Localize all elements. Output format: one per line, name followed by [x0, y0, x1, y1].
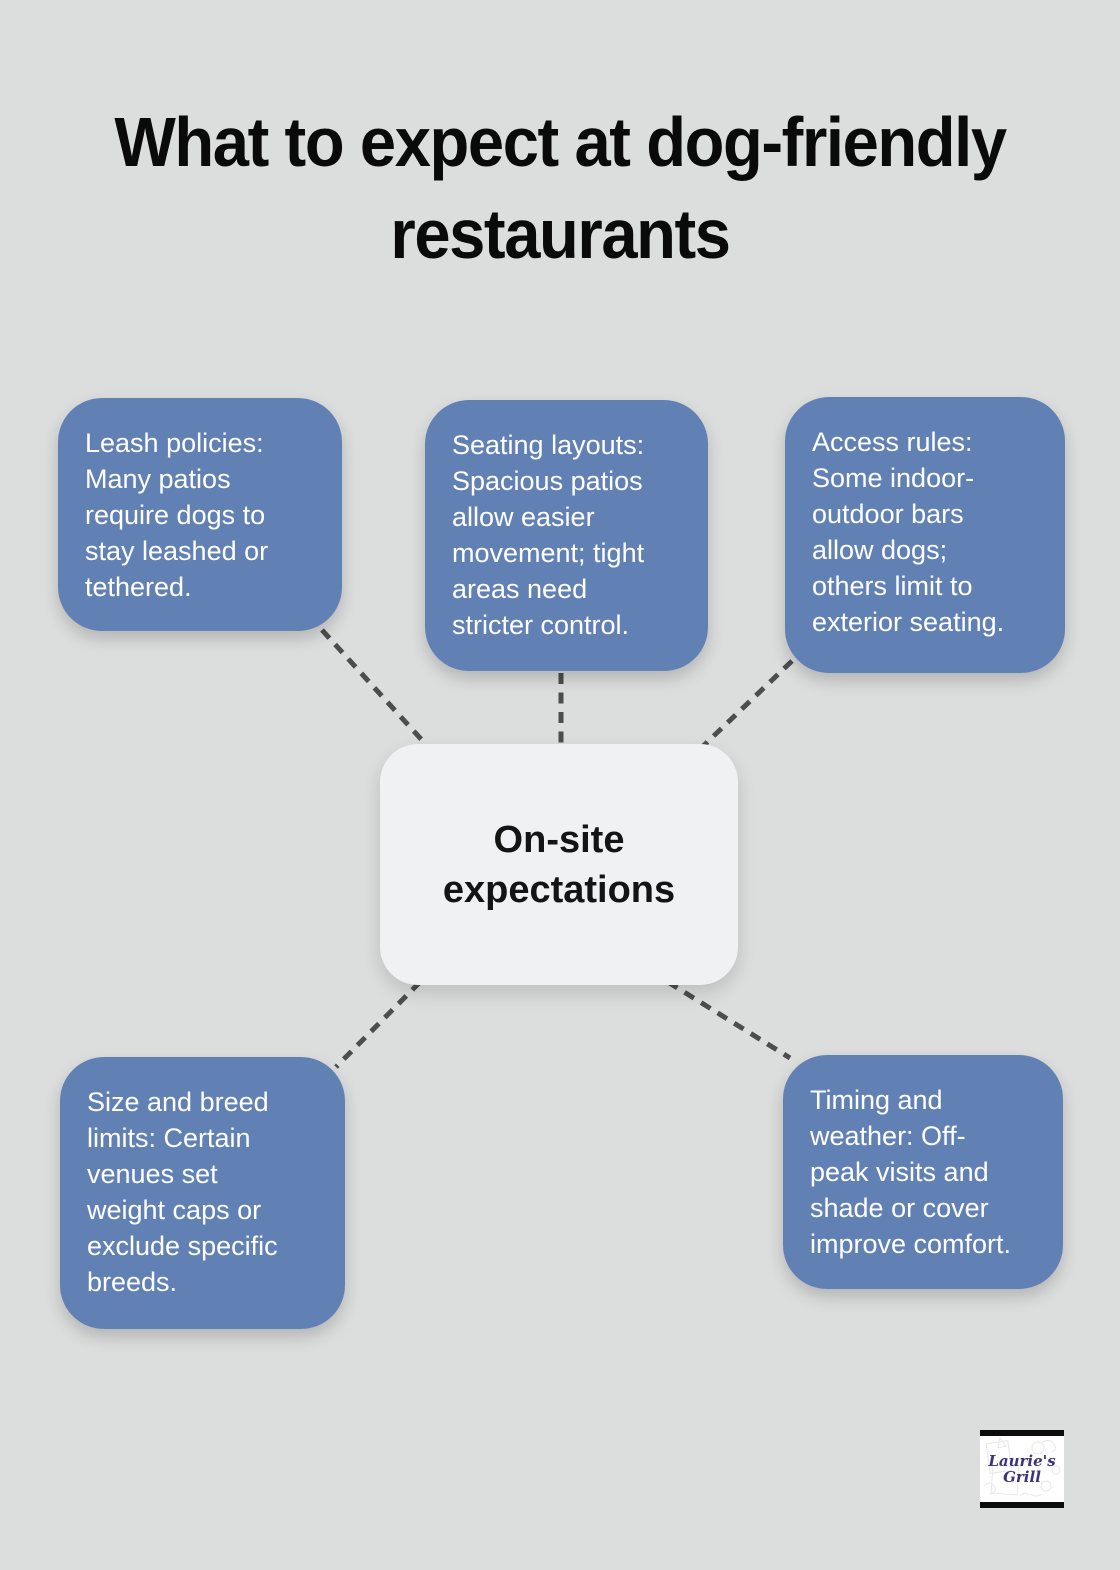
branch-node-seating-layouts-text: Seating layouts: Spacious patios allow e…: [452, 430, 645, 640]
branch-node-seating-layouts: Seating layouts: Spacious patios allow e…: [425, 400, 708, 671]
page-title: What to expect at dog-friendly restauran…: [39, 96, 1081, 280]
branch-node-leash-policies: Leash policies: Many patios require dogs…: [58, 398, 342, 631]
branch-node-access-rules-text: Access rules: Some indoor-outdoor bars a…: [812, 427, 1005, 637]
branch-node-leash-policies-text: Leash policies: Many patios require dogs…: [85, 428, 269, 602]
logo-badge: Laurie's Grill: [980, 1430, 1064, 1508]
branch-node-access-rules: Access rules: Some indoor-outdoor bars a…: [785, 397, 1065, 673]
connector-timing-to-center: [666, 979, 792, 1061]
branch-node-size-breed-limits: Size and breed limits: Certain venues se…: [60, 1057, 345, 1329]
connector-size-to-center: [334, 980, 422, 1069]
connector-leash-to-center: [320, 628, 432, 751]
page-title-line-2: restaurants: [390, 195, 731, 273]
branch-node-timing-weather: Timing and weather: Off-peak visits and …: [783, 1055, 1063, 1289]
logo-text-line-1: Laurie's: [988, 1452, 1056, 1470]
logo-text-line-2: Grill: [1003, 1468, 1041, 1486]
branch-node-timing-weather-text: Timing and weather: Off-peak visits and …: [810, 1085, 1012, 1259]
center-node: On-site expectations: [380, 744, 738, 985]
page-title-line-1: What to expect at dog-friendly: [114, 103, 1007, 181]
logo-doodle-art: [983, 1436, 1061, 1497]
connector-access-to-center: [698, 659, 794, 751]
branch-node-size-breed-limits-text: Size and breed limits: Certain venues se…: [87, 1087, 278, 1297]
center-node-label: On-site expectations: [442, 818, 676, 911]
logo-text: Laurie's Grill: [988, 1453, 1055, 1485]
